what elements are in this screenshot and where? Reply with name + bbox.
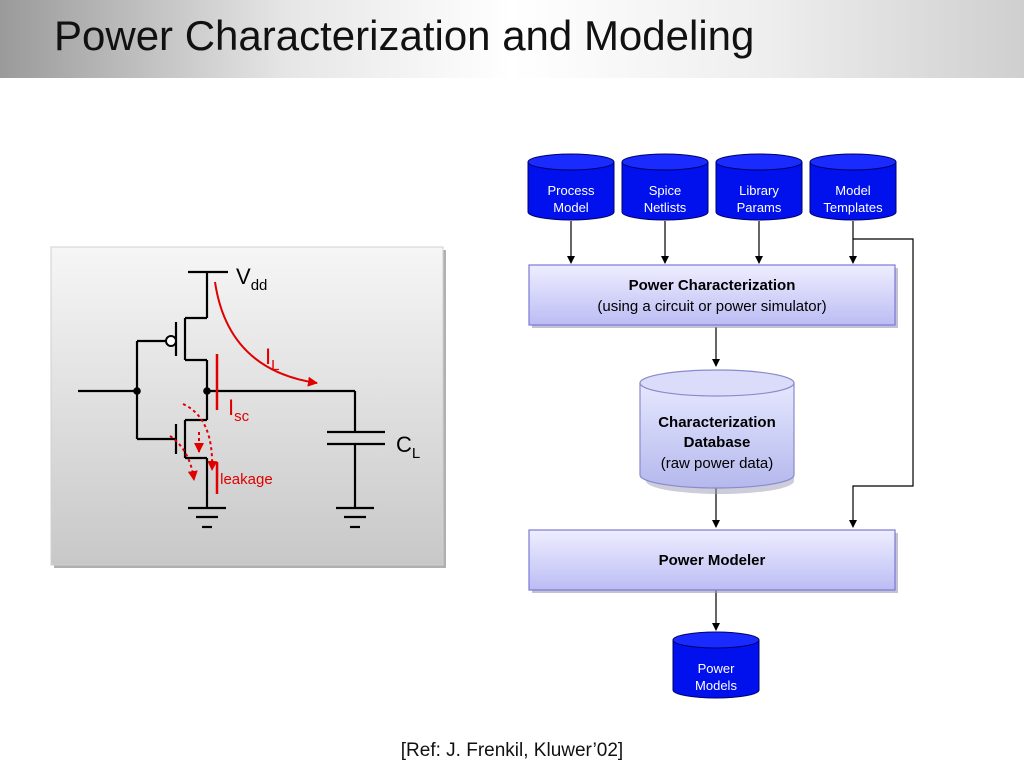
input-line2: Templates xyxy=(823,200,883,215)
slide-title: Power Characterization and Modeling xyxy=(54,12,755,59)
isc-label: Isc xyxy=(228,395,250,425)
output-line1: Power xyxy=(698,661,736,676)
arrow-templates-to-modeler xyxy=(849,238,914,528)
input-junction-dot xyxy=(133,387,141,395)
input-line1: Process xyxy=(548,183,595,198)
input-line1: Library xyxy=(739,183,779,198)
current-arrows xyxy=(169,281,318,494)
pmos-bubble xyxy=(165,335,177,347)
input-cylinder-library-params: Library Params xyxy=(715,153,803,221)
power-modeler-box: Power Modeler xyxy=(528,529,898,593)
db-line1: Characterization xyxy=(658,414,776,431)
input-line1: Spice xyxy=(649,183,682,198)
il-label: IL xyxy=(265,344,279,374)
input-line1: Model xyxy=(835,183,871,198)
isc-current-arrow xyxy=(182,403,218,471)
modeler-box-title: Power Modeler xyxy=(659,552,766,569)
output-cylinder-power-models: Power Models xyxy=(672,631,760,699)
db-line2: Database xyxy=(684,434,751,451)
characterization-database-cylinder: Characterization Database (raw power dat… xyxy=(639,369,795,494)
char-box-subtitle: (using a circuit or power simulator) xyxy=(597,298,826,315)
input-cylinder-process-model: Process Model xyxy=(527,153,615,221)
cmos-inverter-circuit: Vdd CL IL Isc Ileakage xyxy=(50,246,446,568)
power-flow-diagram: Process Model Spice Netlists Library Par… xyxy=(527,153,914,699)
il-current-arrow xyxy=(214,281,318,387)
db-line3: (raw power data) xyxy=(661,455,774,472)
input-cylinder-model-templates: Model Templates xyxy=(809,153,897,221)
reference-citation: [Ref: J. Frenkil, Kluwer’02] xyxy=(400,740,624,761)
ileakage-current-arrow xyxy=(169,435,198,481)
vdd-label: Vdd xyxy=(236,264,267,294)
title-bar xyxy=(0,0,1024,78)
output-line2: Models xyxy=(695,678,737,693)
input-line2: Params xyxy=(737,200,782,215)
circuit-panel xyxy=(50,246,444,566)
input-cylinder-spice-netlists: Spice Netlists xyxy=(621,153,709,221)
cl-label: CL xyxy=(396,432,420,462)
input-line2: Netlists xyxy=(644,200,687,215)
power-characterization-box: Power Characterization (using a circuit … xyxy=(528,264,898,328)
ileakage-label: Ileakage xyxy=(214,458,273,488)
output-junction-dot xyxy=(203,387,211,395)
input-line2: Model xyxy=(553,200,589,215)
char-box-title: Power Characterization xyxy=(629,277,796,294)
